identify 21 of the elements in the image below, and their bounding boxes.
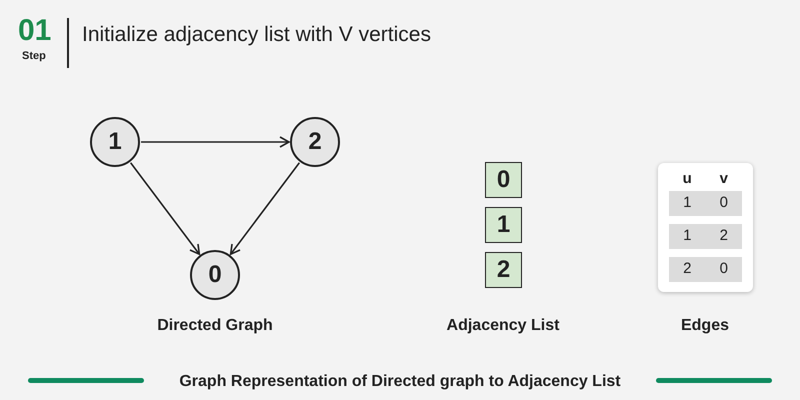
list-slot: 0 <box>485 162 522 198</box>
list-slot: 2 <box>485 252 522 288</box>
table-cell-text: 1 <box>682 193 692 214</box>
section-label: Edges <box>680 316 730 336</box>
arrow <box>130 162 200 256</box>
section-label: Directed Graph <box>156 316 274 336</box>
table-cell-text: 2 <box>718 226 729 246</box>
title: Initialize adjacency list with V vertices <box>82 22 431 48</box>
table-cell-text: 1 <box>682 226 692 246</box>
caption: Graph Representation of Directed graph to Adjacency List <box>178 372 622 392</box>
column-header: u <box>682 169 693 189</box>
arrow <box>230 162 300 256</box>
arrow <box>141 136 290 148</box>
step-number: 01 <box>18 16 52 46</box>
list-slot: 1 <box>485 207 522 243</box>
table-cell-text: 2 <box>682 259 692 280</box>
section-label: Adjacency List <box>446 316 560 336</box>
column-header: v <box>718 169 729 189</box>
table-cell-text: 0 <box>718 193 729 214</box>
table-cell-text: 0 <box>718 259 729 280</box>
step-label: Step <box>22 50 46 62</box>
